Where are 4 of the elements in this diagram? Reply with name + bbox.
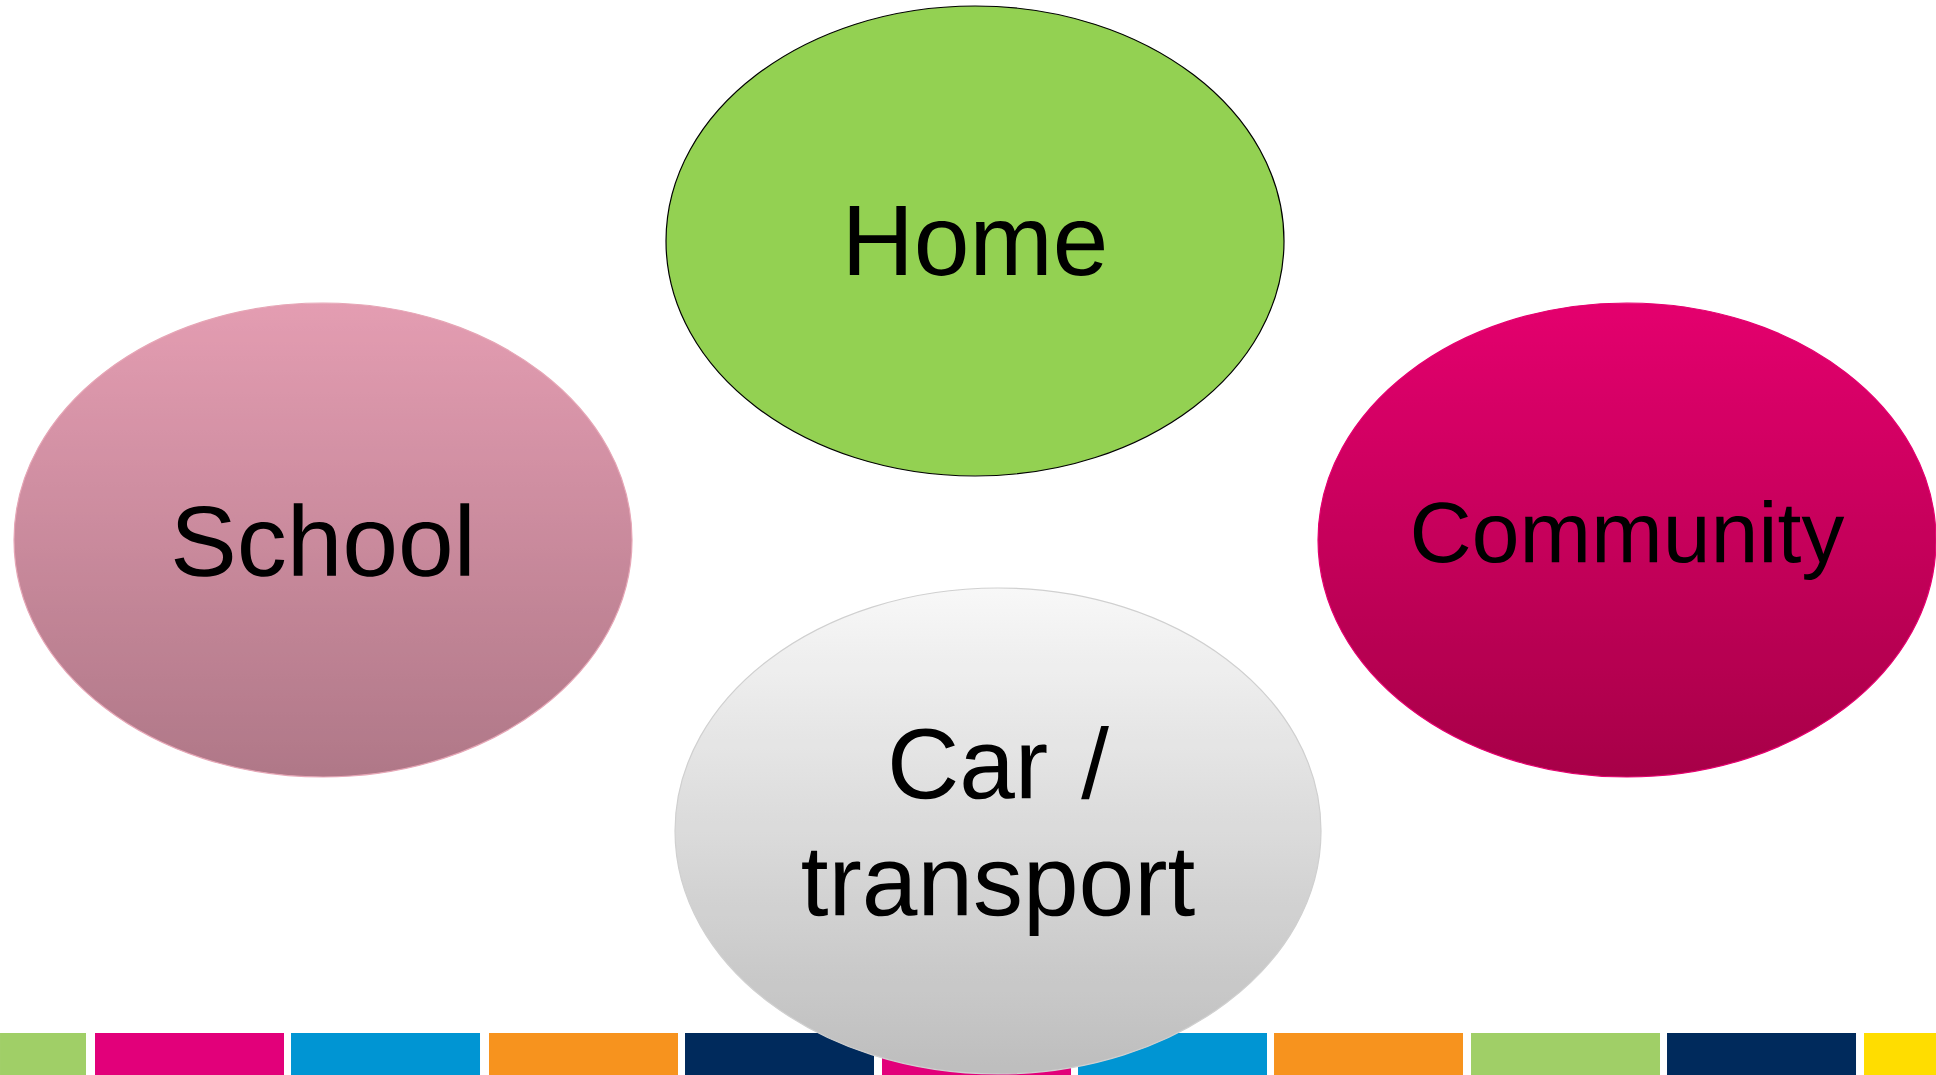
ellipse-node: School xyxy=(13,302,633,778)
ellipse-node: Home xyxy=(665,5,1285,477)
ellipse-node: Car / transport xyxy=(674,587,1322,1075)
ellipse-node: Community xyxy=(1317,302,1936,778)
